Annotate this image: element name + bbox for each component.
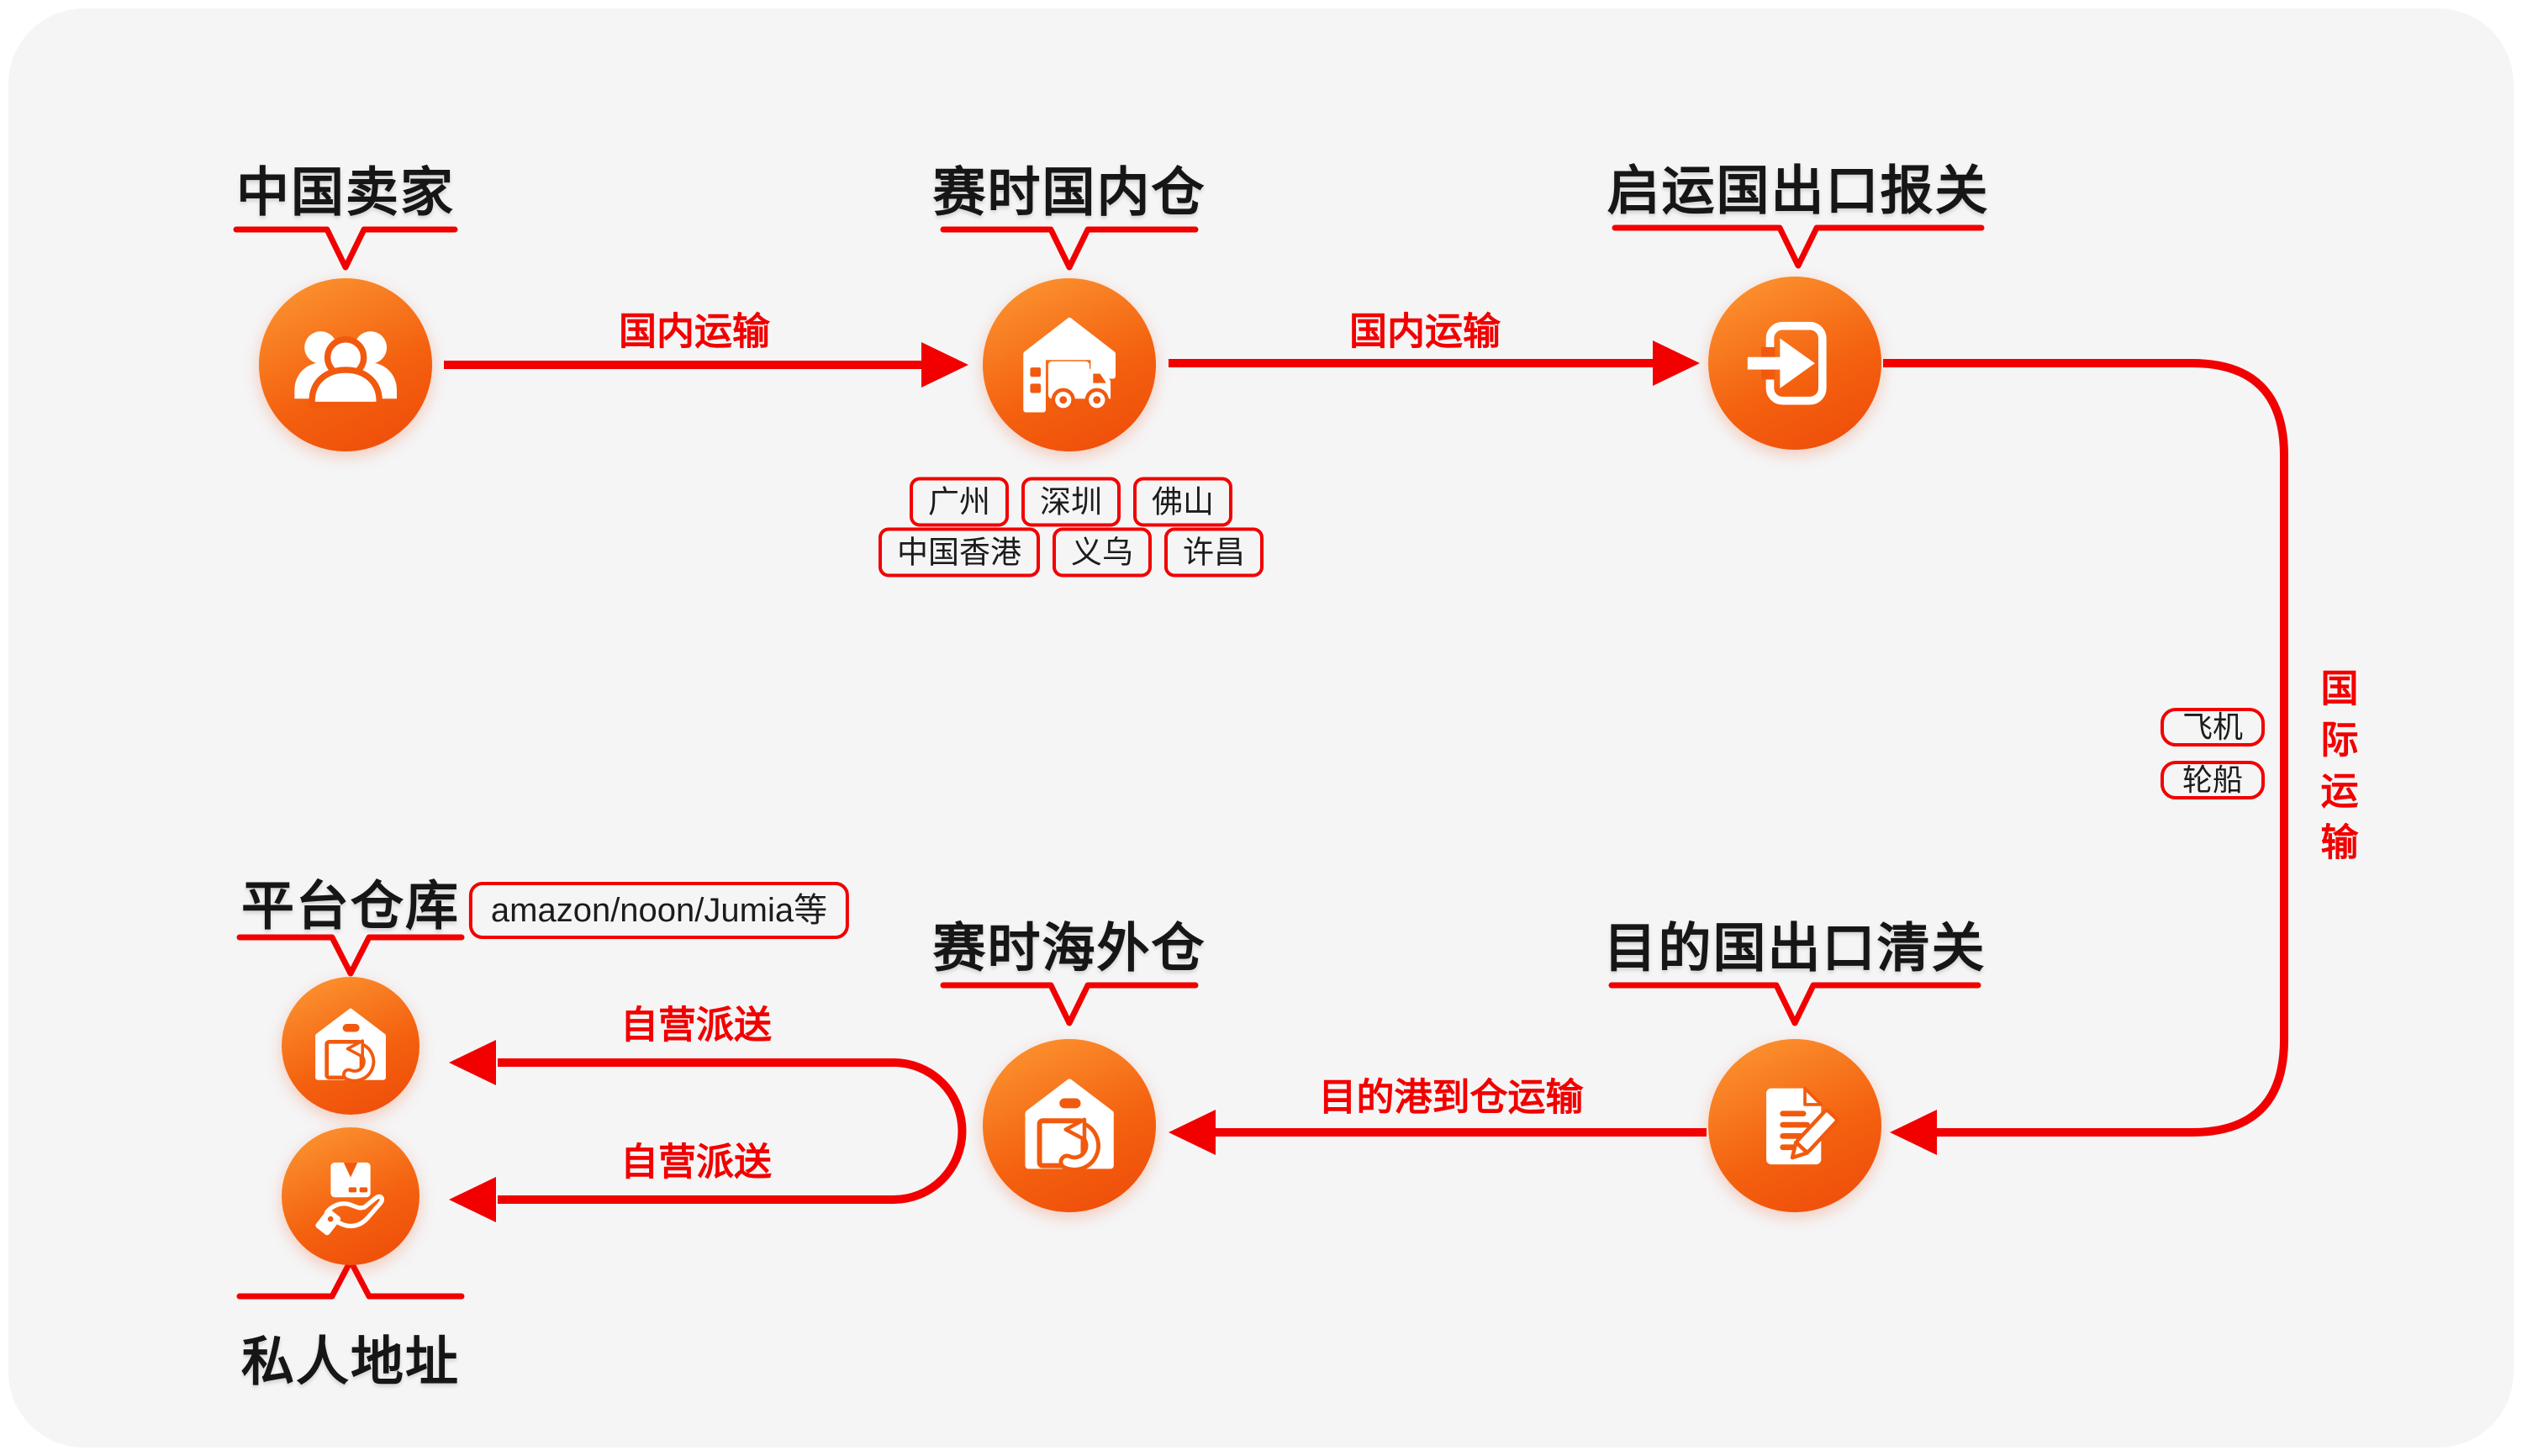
city-tags-row-1: 广州 深圳 佛山 — [910, 477, 1232, 527]
arrowhead-to-domestic — [921, 342, 968, 388]
arrowhead-to-private — [449, 1177, 496, 1222]
city-tag-yiwu: 义乌 — [1053, 527, 1152, 578]
mode-tag-airplane: 飞机 — [2161, 708, 2265, 746]
city-tags-row-2: 中国香港 义乌 许昌 — [878, 527, 1264, 578]
city-tag-shenzhen: 深圳 — [1021, 477, 1121, 527]
city-tag-hongkong: 中国香港 — [878, 527, 1040, 578]
node-domestic-warehouse — [983, 278, 1156, 451]
label-domestic-transport-2: 国内运输 — [1348, 309, 1501, 353]
node-overseas-warehouse — [983, 1039, 1156, 1212]
title-import-clearance: 目的国出口清关 — [1603, 919, 1986, 979]
people-icon — [294, 330, 397, 409]
edge-self-delivery-loop — [498, 1058, 967, 1204]
node-seller — [259, 278, 432, 451]
platform-tag: amazon/noon/Jumia等 — [468, 882, 850, 939]
node-private-address — [282, 1127, 419, 1265]
warehouse-return-icon — [1025, 1079, 1114, 1172]
title-domestic-warehouse: 赛时国内仓 — [932, 163, 1206, 223]
underline-export-customs — [1612, 224, 1985, 269]
title-export-customs: 启运国出口报关 — [1607, 161, 1990, 221]
node-export-customs — [1708, 277, 1881, 450]
title-overseas-warehouse: 赛时海外仓 — [932, 919, 1206, 979]
label-domestic-transport-1: 国内运输 — [618, 309, 771, 353]
label-international-transport: 国际运输 — [2314, 668, 2358, 873]
label-port-to-warehouse: 目的港到仓运输 — [1318, 1075, 1584, 1119]
arrowhead-to-customs — [1653, 340, 1700, 386]
underline-overseas-warehouse — [940, 982, 1199, 1026]
document-pen-icon — [1765, 1086, 1839, 1164]
node-platform-warehouse — [282, 977, 419, 1115]
title-private-address: 私人地址 — [241, 1332, 460, 1392]
label-self-delivery-2: 自营派送 — [620, 1140, 773, 1184]
title-seller: 中国卖家 — [236, 163, 455, 223]
underline-domestic-warehouse — [940, 226, 1199, 271]
arrowhead-to-overseas — [1169, 1110, 1216, 1155]
underline-import-clearance — [1608, 982, 1981, 1026]
city-tag-xuchang: 许昌 — [1164, 527, 1264, 578]
exit-door-arrow-icon — [1747, 321, 1827, 405]
hand-box-icon — [315, 1162, 384, 1236]
city-tag-guangzhou: 广州 — [910, 477, 1009, 527]
edge-international-curve — [1883, 359, 2288, 1137]
mode-tag-ship: 轮船 — [2161, 761, 2265, 799]
warehouse-truck-icon — [1023, 317, 1116, 413]
card-background — [8, 8, 2514, 1448]
title-platform-warehouse: 平台仓库 — [241, 877, 460, 936]
label-self-delivery-1: 自营派送 — [620, 1003, 773, 1047]
arrowhead-to-platform — [449, 1040, 496, 1085]
warehouse-return-icon — [315, 1008, 386, 1083]
arrowhead-to-clearance — [1890, 1110, 1937, 1155]
underline-platform-warehouse — [236, 934, 465, 977]
underline-seller — [233, 226, 458, 271]
node-import-clearance — [1708, 1039, 1881, 1212]
city-tag-foshan: 佛山 — [1133, 477, 1232, 527]
overline-private-address — [236, 1258, 465, 1300]
